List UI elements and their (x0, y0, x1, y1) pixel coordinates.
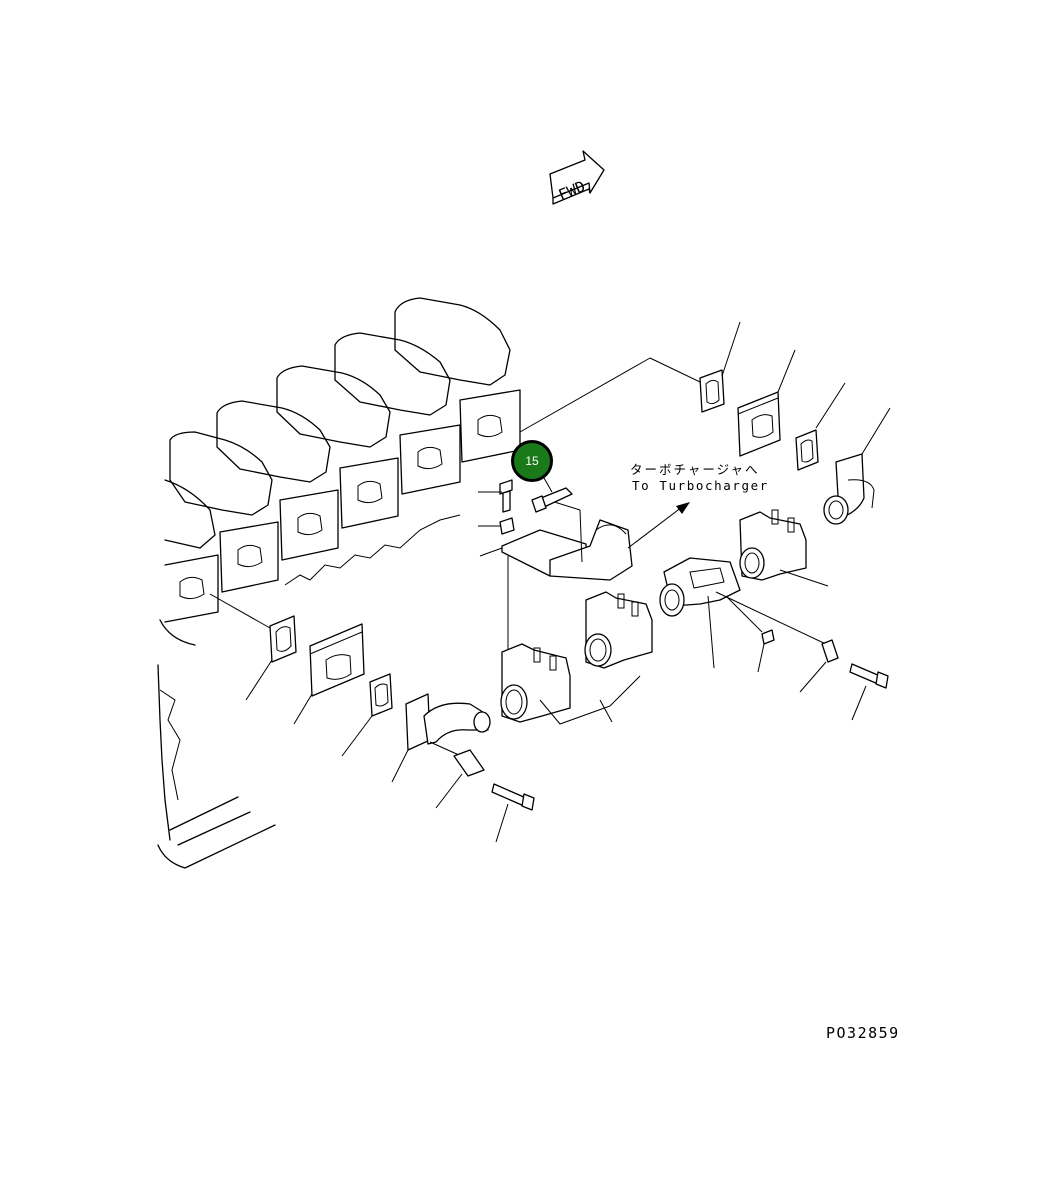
to-turbo-arrow-icon (627, 502, 690, 549)
leader-line (519, 357, 651, 433)
gasket-upper-2 (795, 382, 846, 471)
gasket-upper-1 (699, 321, 741, 413)
leader-line (649, 357, 701, 383)
manifold-segment-left (500, 643, 641, 725)
label-english: To Turbocharger (632, 478, 769, 493)
callout-15[interactable]: 15 (511, 440, 553, 482)
gasket-lower-2 (341, 673, 393, 757)
manifold-segment-center (584, 591, 653, 669)
manifold-segment-right (739, 509, 829, 587)
plug (757, 629, 775, 673)
fwd-arrow-icon: FWD (549, 150, 605, 205)
manifold-front-elbow (391, 693, 491, 783)
engine-block (157, 297, 521, 869)
gasket-lower-1 (209, 593, 297, 701)
bolt-callout-15 (531, 487, 573, 513)
label-japanese: ターボチャージャへ (630, 462, 760, 477)
manifold-end-elbow (823, 407, 891, 525)
bolt-left (491, 783, 535, 843)
bolt-vertical (478, 479, 513, 513)
spacer-right (799, 639, 839, 693)
heat-shield-lower (293, 623, 365, 725)
turbo-connector (659, 557, 831, 669)
fwd-text: FWD (556, 177, 588, 204)
heat-shield-upper (737, 349, 796, 457)
nut (478, 517, 515, 535)
bolt-right (849, 663, 889, 721)
drawing-code: PO32859 (826, 1024, 900, 1042)
spacer-left (435, 749, 485, 809)
callout-leader (543, 477, 553, 493)
